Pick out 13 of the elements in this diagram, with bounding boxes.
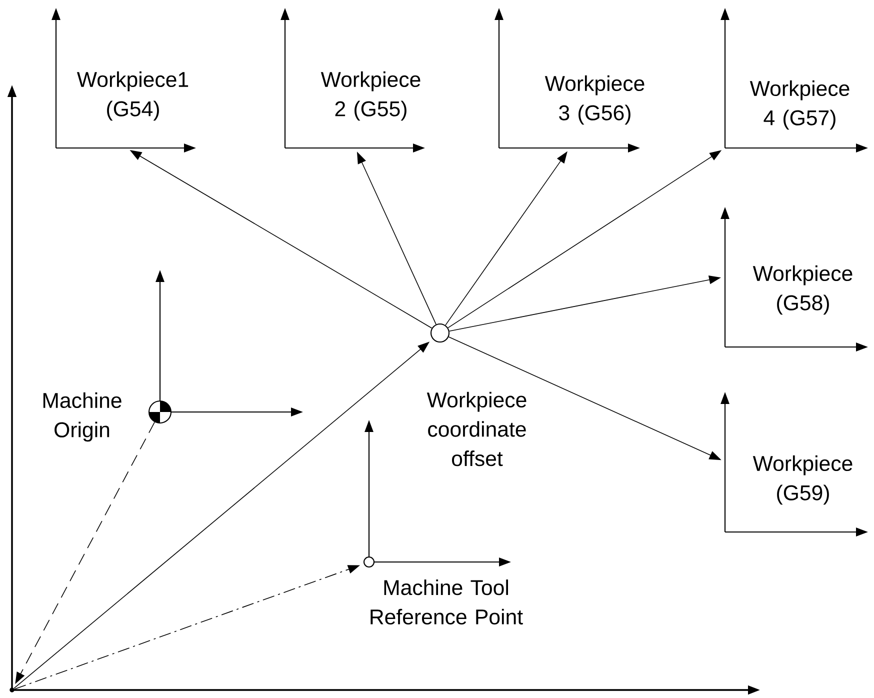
frame-label: Workpiece (G58) (752, 265, 852, 315)
frame-label: Workpiece1 (G54) (76, 71, 188, 121)
origin-symbol (148, 400, 172, 424)
point-marker (363, 556, 375, 568)
frame-label: Workpiece 4 (G57) (750, 80, 850, 130)
point-marker (430, 323, 450, 343)
frame-label: Workpiece 2 (G55) (320, 71, 420, 121)
axes-origin (10, 688, 14, 692)
point-label: Machine Tool Reference Point (370, 580, 523, 624)
point-label: Machine Origin (43, 392, 122, 442)
point-label: Workpiece coordinate offset (426, 392, 526, 466)
frame-label: Workpiece 3 (G56) (544, 75, 644, 125)
frame-label: Workpiece (G59) (752, 455, 852, 505)
